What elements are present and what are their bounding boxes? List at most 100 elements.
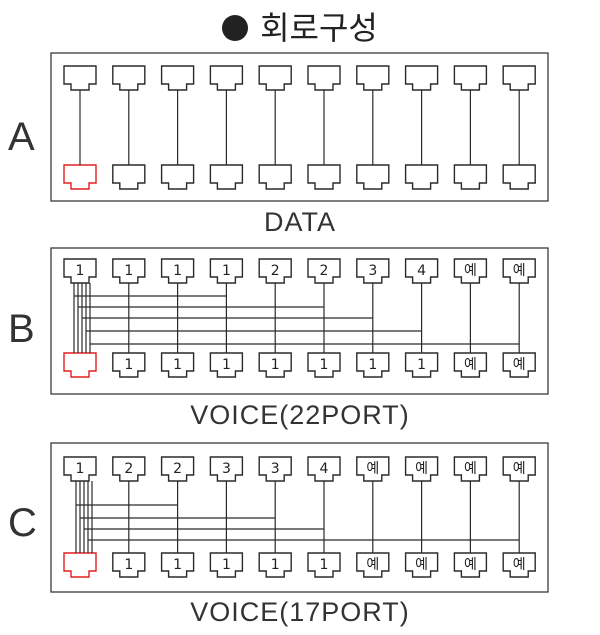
panel-b-bottom-jack: 1 bbox=[258, 352, 292, 378]
diagram-title: 회로구성 bbox=[0, 8, 600, 48]
panel-c-caption: VOICE(17PORT) bbox=[190, 597, 410, 627]
panel-c-top-jack-label: 예 bbox=[366, 461, 379, 477]
panel-c-bottom-jack-label: 1 bbox=[124, 557, 133, 573]
panel-b-top-jack-label: 2 bbox=[320, 263, 329, 279]
panel-c-bottom-jack: 1 bbox=[258, 552, 292, 578]
panel-b-caption: VOICE(22PORT) bbox=[190, 400, 410, 430]
panel-c-letter: C bbox=[8, 501, 37, 545]
panel-a-bottom-jack bbox=[209, 164, 244, 190]
panel-b-letter: B bbox=[8, 307, 35, 351]
panel-b-bottom-jack-label: 1 bbox=[124, 357, 133, 373]
panel-c-top-jack: 2 bbox=[160, 456, 195, 482]
panel-c-top-jack: 예 bbox=[356, 456, 390, 482]
title-text: 회로구성 bbox=[260, 9, 378, 47]
panel-a-top-jack bbox=[502, 65, 536, 91]
panel-c-top-jack-label: 예 bbox=[464, 461, 477, 477]
panel-c-bottom-jack-label: 1 bbox=[222, 557, 231, 573]
panel-a-bottom-jack bbox=[356, 164, 390, 190]
panel-c-frame bbox=[50, 442, 549, 593]
panel-a-frame bbox=[50, 52, 549, 202]
panel-b-frame bbox=[50, 247, 549, 395]
panel-a-letter: A bbox=[8, 115, 35, 159]
panel-a-top-jack bbox=[307, 65, 341, 91]
panel-c-top-jack-label: 2 bbox=[173, 461, 182, 477]
panel-a-top-jack bbox=[258, 65, 292, 91]
panel-b-top-jack: 1 bbox=[160, 258, 195, 284]
panel-b-top-jack-label: 3 bbox=[368, 263, 377, 279]
panel-b-top-jack: 2 bbox=[258, 258, 292, 284]
panel-b-top-jack-label: 예 bbox=[513, 263, 526, 279]
panel-c-bottom-jack-label: 1 bbox=[320, 557, 329, 573]
panel-c-bottom-jack: 1 bbox=[209, 552, 244, 578]
panel-b-top-jack: 1 bbox=[209, 258, 244, 284]
panel-b-bottom-jack: 1 bbox=[356, 352, 390, 378]
panel-b-top-jack-label: 예 bbox=[464, 263, 477, 279]
panel-b-top-jack: 예 bbox=[502, 258, 536, 284]
panel-b-top-jack: 1 bbox=[112, 258, 146, 284]
panel-c-bottom-jack: 1 bbox=[112, 552, 146, 578]
panel-b-top-jack: 4 bbox=[404, 258, 439, 284]
panel-a-top-jack bbox=[112, 65, 146, 91]
panel-a-top-jack bbox=[160, 65, 195, 91]
panel-c-bottom-jack: 예 bbox=[502, 552, 536, 578]
panel-a-bottom-jack bbox=[502, 164, 536, 190]
panel-b-top-jack-label: 1 bbox=[222, 263, 231, 279]
panel-b-top-jack-label: 1 bbox=[76, 263, 85, 279]
panel-b-bottom-jack: 1 bbox=[404, 352, 439, 378]
panel-b-top-jack-label: 4 bbox=[417, 263, 426, 279]
panel-b-top-jack-label: 1 bbox=[124, 263, 133, 279]
panel-b-top-jack-label: 2 bbox=[271, 263, 280, 279]
panel-b-top-jack: 1 bbox=[63, 258, 97, 284]
panel-c-bottom-jack: 예 bbox=[404, 552, 439, 578]
panel-c-top-jack: 3 bbox=[258, 456, 292, 482]
panel-c-bottom-jack: 1 bbox=[307, 552, 341, 578]
panel-b-bottom-jack-label: 예 bbox=[513, 357, 526, 373]
panel-b-top-jack: 3 bbox=[356, 258, 390, 284]
panel-c-top-jack: 예 bbox=[404, 456, 439, 482]
panel-b-bottom-jack: 예 bbox=[502, 352, 536, 378]
panel-b-bottom-jack-label: 1 bbox=[417, 357, 426, 373]
panel-a-bottom-jack bbox=[258, 164, 292, 190]
panel-c-bottom-jack-label: 예 bbox=[513, 557, 526, 573]
panel-a-bottom-jack bbox=[453, 164, 488, 190]
panel-c-bottom-jack-label: 예 bbox=[415, 557, 428, 573]
panel-b-input-jack bbox=[63, 352, 97, 378]
panel-b-bottom-jack: 1 bbox=[160, 352, 195, 378]
panel-b-bottom-jack: 1 bbox=[209, 352, 244, 378]
panel-c-top-jack-label: 3 bbox=[271, 461, 280, 477]
panel-a-caption: DATA bbox=[263, 207, 336, 237]
panel-a-input-jack bbox=[63, 164, 97, 190]
panel-c-bottom-jack-label: 예 bbox=[464, 557, 477, 573]
panel-b-top-jack: 예 bbox=[453, 258, 488, 284]
panel-c-top-jack-label: 1 bbox=[76, 461, 85, 477]
panel-c-bottom-jack-label: 1 bbox=[173, 557, 182, 573]
panel-c-top-jack-label: 4 bbox=[320, 461, 329, 477]
panel-a-top-jack bbox=[209, 65, 244, 91]
panel-c-top-jack-label: 2 bbox=[124, 461, 133, 477]
panel-c-bottom-jack: 1 bbox=[160, 552, 195, 578]
panel-c-bottom-jack-label: 1 bbox=[271, 557, 280, 573]
panel-b-bottom-jack-label: 1 bbox=[173, 357, 182, 373]
panel-a-bottom-jack bbox=[307, 164, 341, 190]
panel-c-top-jack: 예 bbox=[502, 456, 536, 482]
panel-b-bottom-jack-label: 예 bbox=[464, 357, 477, 373]
panel-c-top-jack: 4 bbox=[307, 456, 341, 482]
panel-b-bottom-jack: 1 bbox=[307, 352, 341, 378]
panel-c-top-jack: 2 bbox=[112, 456, 146, 482]
panel-c-top-jack: 3 bbox=[209, 456, 244, 482]
panel-b-bottom-jack: 1 bbox=[112, 352, 146, 378]
panel-c-top-jack-label: 3 bbox=[222, 461, 231, 477]
panel-a-top-jack bbox=[356, 65, 390, 91]
panel-c-bottom-jack: 예 bbox=[453, 552, 488, 578]
panel-b-bottom-jack: 예 bbox=[453, 352, 488, 378]
panel-a-bottom-jack bbox=[404, 164, 439, 190]
panel-b-bottom-jack-label: 1 bbox=[320, 357, 329, 373]
bullet-icon bbox=[222, 15, 249, 41]
panel-a-top-jack bbox=[404, 65, 439, 91]
panel-c-input-jack bbox=[63, 552, 97, 578]
panel-b-bottom-jack-label: 1 bbox=[271, 357, 280, 373]
panel-c-bottom-jack-label: 예 bbox=[366, 557, 379, 573]
panel-a-bottom-jack bbox=[112, 164, 146, 190]
panel-b-top-jack: 2 bbox=[307, 258, 341, 284]
